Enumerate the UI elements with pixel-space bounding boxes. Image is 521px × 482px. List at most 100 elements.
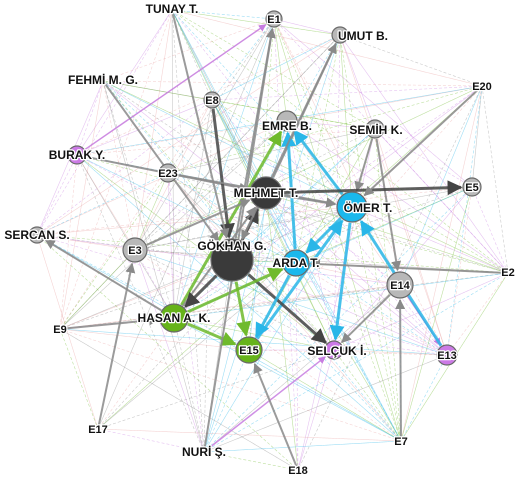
background-edge — [171, 9, 509, 274]
background-edge — [36, 234, 250, 351]
node-e14[interactable] — [386, 271, 414, 299]
node-hasan[interactable] — [159, 303, 189, 333]
background-edge — [173, 18, 275, 319]
edge-e9-hasan — [60, 315, 160, 330]
node-e15[interactable] — [235, 336, 263, 364]
background-edge — [203, 186, 473, 453]
node-selcuk[interactable] — [324, 340, 344, 360]
background-edge — [134, 9, 173, 251]
background-edge — [102, 80, 376, 130]
background-edge — [400, 354, 448, 442]
background-edge — [173, 284, 401, 319]
background-edge — [36, 154, 78, 236]
background-edge — [134, 249, 448, 356]
background-edge — [446, 272, 509, 356]
node-emre[interactable] — [276, 110, 298, 132]
background-edge — [36, 206, 353, 236]
background-edge — [76, 99, 213, 156]
background-edge — [36, 234, 136, 251]
background-edge — [203, 349, 250, 453]
background-edge — [102, 80, 175, 319]
node-mehmet[interactable] — [249, 176, 283, 210]
node-e3[interactable] — [122, 237, 148, 263]
background-edge — [171, 9, 175, 319]
background-edge — [102, 80, 267, 194]
background-edge — [102, 80, 297, 264]
background-edge — [339, 34, 483, 87]
background-edge — [102, 80, 136, 251]
background-edge — [102, 80, 402, 442]
background-edge — [203, 354, 448, 453]
background-edge — [211, 99, 267, 194]
background-edge — [273, 18, 353, 208]
background-edge — [36, 99, 213, 236]
background-edge — [134, 172, 169, 251]
background-edge — [286, 120, 509, 274]
node-e8[interactable] — [203, 91, 221, 109]
background-edge — [273, 18, 401, 286]
background-edge — [76, 154, 175, 319]
background-edge — [333, 34, 341, 351]
node-label-nuri: NURİ Ş. — [182, 444, 226, 459]
background-edge — [59, 328, 250, 351]
node-burak[interactable] — [67, 145, 87, 165]
background-edge — [36, 172, 169, 236]
background-edge — [286, 120, 335, 351]
node-omer[interactable] — [336, 191, 368, 223]
background-edge — [248, 349, 448, 356]
edge-fehmi-gokhan — [102, 81, 220, 243]
node-label-e23: E23 — [158, 168, 178, 180]
background-edge — [59, 328, 99, 430]
background-edge — [134, 249, 205, 453]
edge-hasan-arda — [187, 267, 284, 314]
background-edge — [471, 85, 483, 188]
edge-semih-omer — [354, 138, 374, 192]
background-edge — [471, 186, 509, 274]
node-label-e8: E8 — [205, 95, 218, 107]
node-umut[interactable] — [331, 26, 349, 44]
background-edge — [203, 34, 341, 453]
background-edge — [273, 18, 288, 122]
background-edge — [273, 18, 473, 188]
node-label-emre: EMRE B. — [262, 119, 312, 133]
background-edge — [333, 349, 448, 356]
background-edge — [481, 85, 509, 274]
background-edge — [171, 9, 275, 20]
node-e5[interactable] — [462, 177, 482, 197]
background-edge — [97, 262, 297, 430]
node-e23[interactable] — [158, 163, 178, 183]
background-edge — [297, 349, 335, 471]
background-edge — [102, 80, 448, 356]
node-semih[interactable] — [365, 119, 385, 139]
background-edge — [59, 259, 233, 330]
node-arda[interactable] — [282, 249, 310, 277]
background-edge — [273, 18, 509, 274]
background-edge — [173, 317, 448, 356]
edge-burak-e1 — [84, 24, 267, 150]
node-label-arda: ARDA T. — [273, 256, 320, 270]
background-edge — [286, 85, 483, 122]
background-edge — [36, 234, 233, 261]
edge-gokhan-hasan — [184, 274, 218, 308]
background-edge — [295, 262, 448, 356]
background-edge — [295, 34, 341, 264]
background-edge — [36, 234, 99, 430]
node-layer — [28, 10, 482, 366]
background-edge — [400, 85, 483, 442]
edge-e3-mehmet — [146, 199, 251, 246]
background-edge — [374, 128, 509, 274]
background-edge — [134, 120, 288, 251]
background-edge — [36, 186, 473, 236]
node-e1[interactable] — [265, 10, 283, 28]
background-edge — [203, 272, 509, 453]
background-edge — [295, 262, 402, 442]
node-e13[interactable] — [436, 344, 458, 366]
background-edge — [59, 249, 136, 330]
node-sercan[interactable] — [28, 226, 46, 244]
background-edge — [36, 234, 509, 274]
edge-e8-gokhan — [211, 108, 235, 239]
background-edge — [102, 80, 353, 208]
node-gokhan[interactable] — [210, 238, 254, 282]
node-label-tunay: TUNAY T. — [146, 2, 199, 16]
